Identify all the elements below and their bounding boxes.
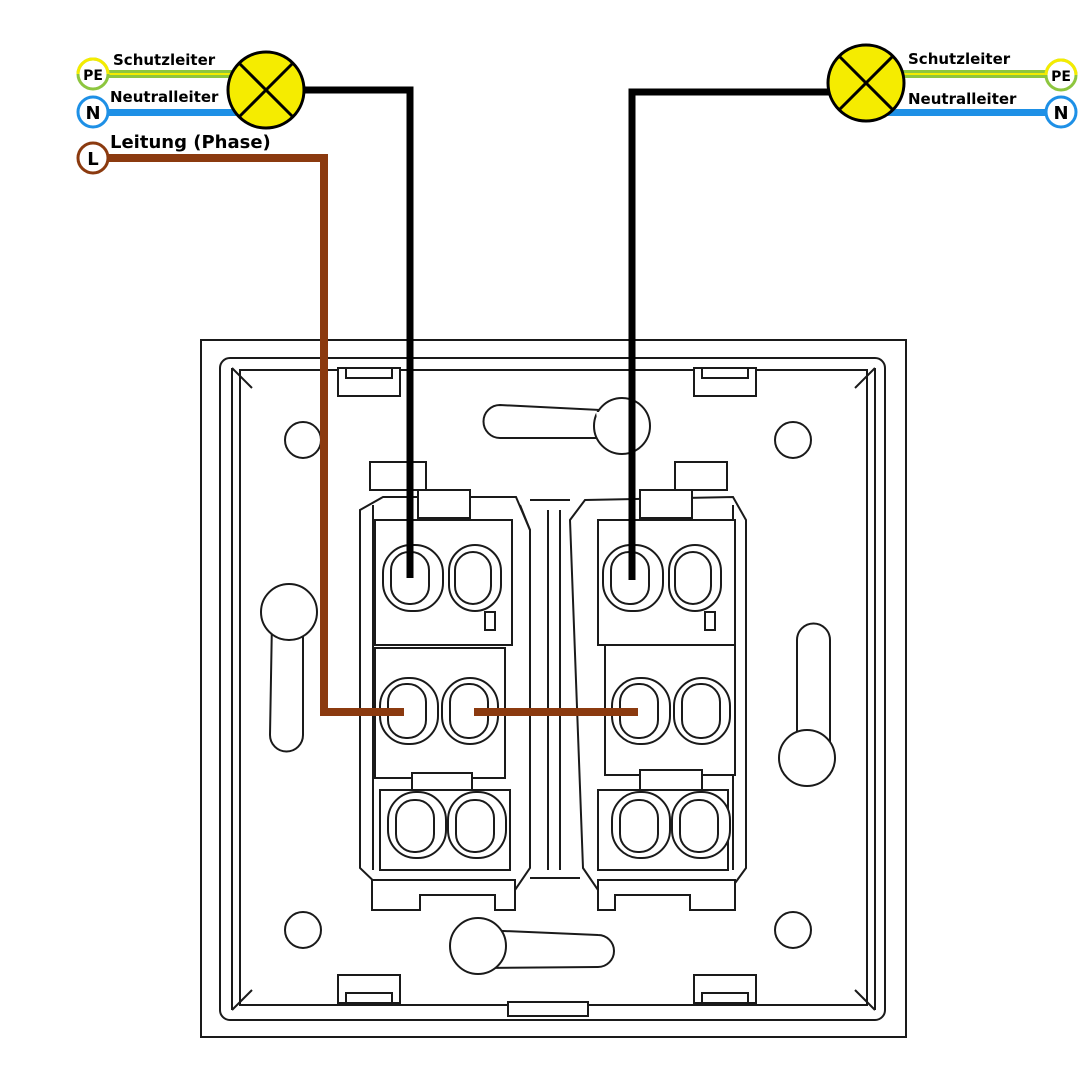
lamp-symbol-icon [226, 50, 306, 130]
left-n-label: Neutralleiter [110, 88, 219, 106]
left-pe-wire [96, 70, 236, 78]
svg-text:PE: PE [1051, 69, 1071, 85]
keyhole-slot-right [778, 622, 836, 787]
left-n-terminal: N [76, 95, 110, 129]
keyhole-slot-top [482, 397, 651, 455]
left-neutral-wire [96, 109, 236, 116]
screw-hole-top-left [284, 421, 322, 459]
right-neutral-wire [880, 109, 1060, 116]
screw-hole-top-right [774, 421, 812, 459]
keyhole-slot-left [260, 583, 318, 753]
switch-module-left [359, 461, 531, 911]
right-n-terminal: N [1044, 95, 1078, 129]
left-pe-terminal: PE [76, 57, 110, 91]
phase-label: Leitung (Phase) [110, 132, 271, 153]
right-pe-label: Schutzleiter [908, 50, 1011, 68]
right-pe-terminal: PE [1044, 58, 1078, 92]
phase-wire [96, 154, 404, 716]
right-switched-live-wire [628, 88, 830, 580]
svg-text:N: N [85, 103, 100, 124]
lamp-symbol-icon [826, 43, 906, 123]
screw-hole-bottom-left [284, 911, 322, 949]
screw-hole-bottom-right [774, 911, 812, 949]
svg-text:N: N [1053, 103, 1068, 124]
keyhole-slot-bottom [449, 917, 615, 975]
right-n-label: Neutralleiter [908, 90, 1017, 108]
l-terminal: L [76, 141, 110, 175]
svg-text:L: L [87, 149, 98, 170]
right-pe-wire [880, 70, 1060, 78]
switch-module-right [568, 461, 747, 911]
left-pe-label: Schutzleiter [113, 51, 216, 69]
left-switched-live-wire [300, 86, 414, 578]
svg-text:PE: PE [83, 68, 103, 84]
switch-frame-inner [219, 357, 886, 1021]
switch-frame-mount [239, 369, 868, 1006]
double-switch-back-icon [200, 339, 907, 1038]
